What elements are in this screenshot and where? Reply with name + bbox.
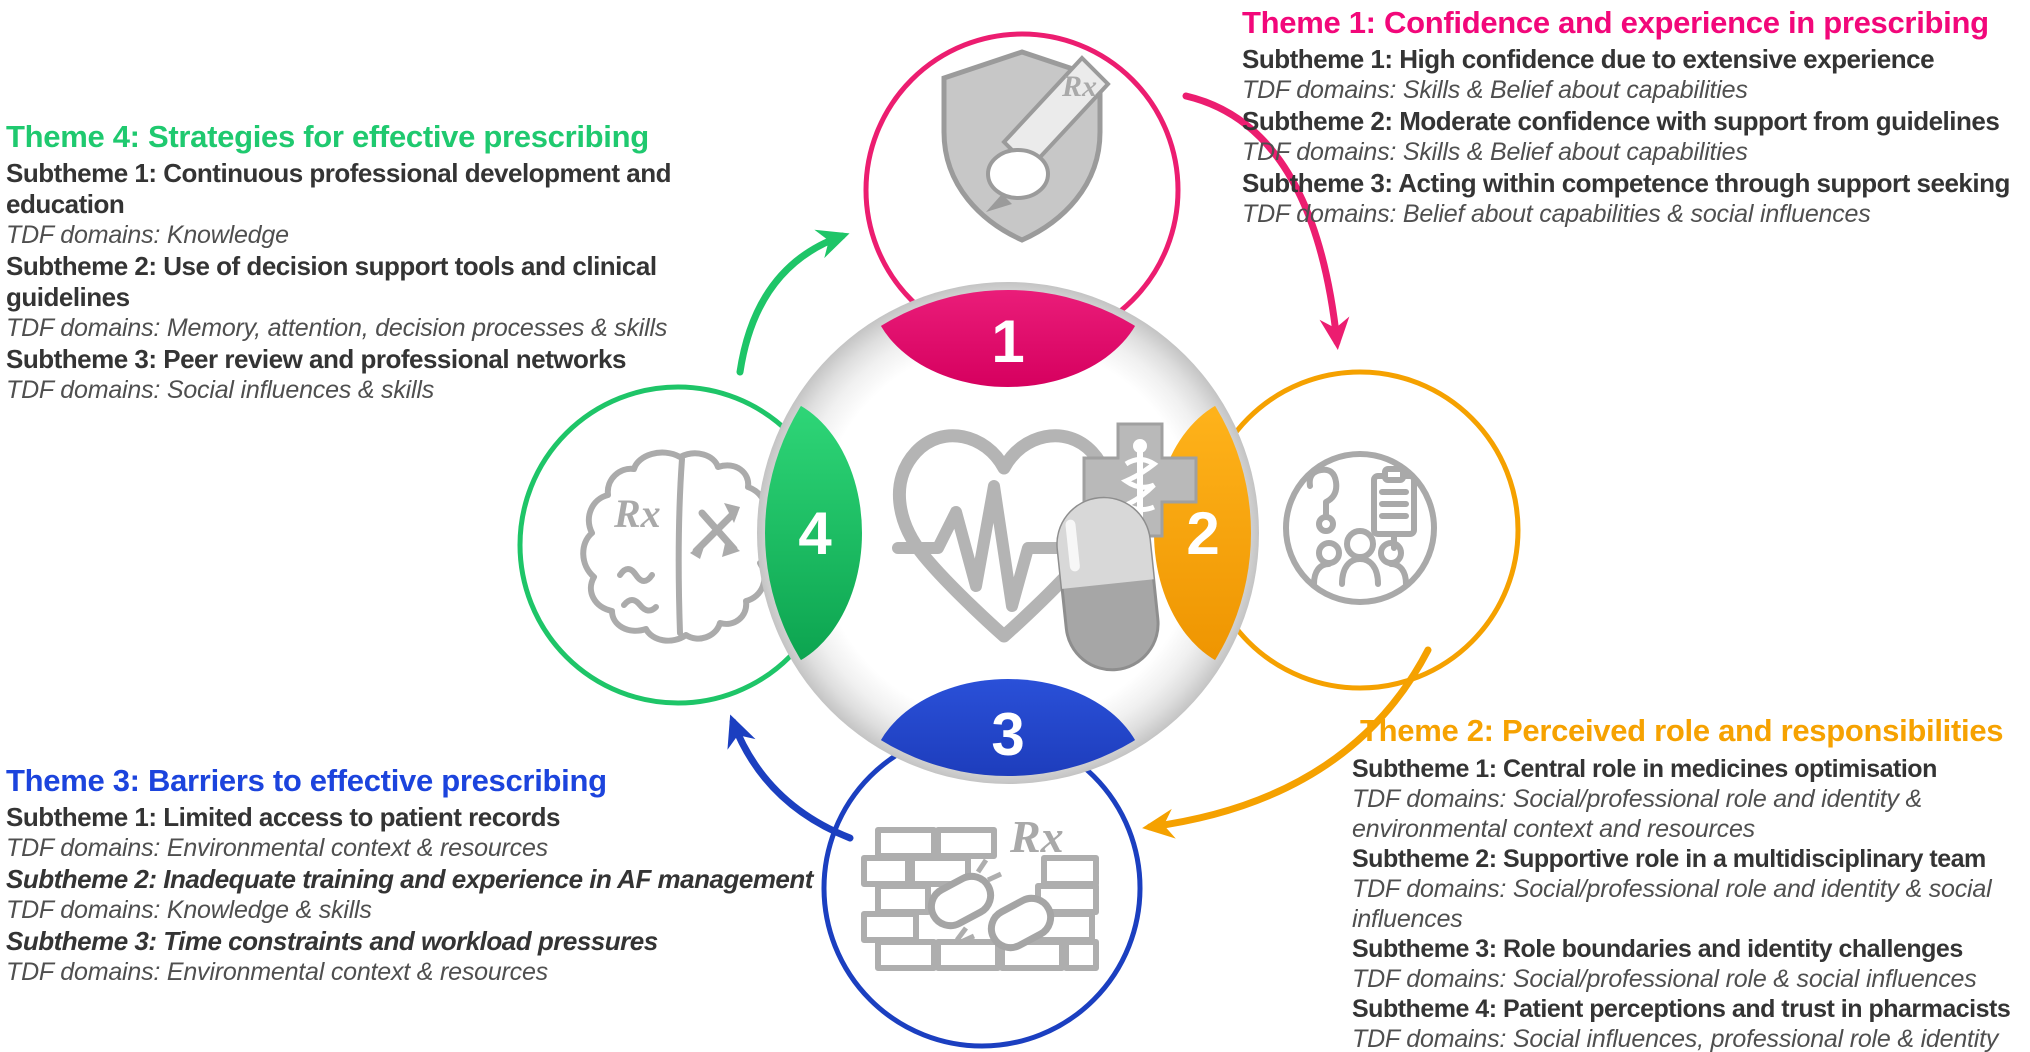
hub-segment-2 (1154, 395, 1251, 671)
theme-2-tdf-3: TDF domains: Social/professional role & … (1352, 965, 1977, 993)
theme-1-subtheme-2: Subtheme 2: Moderate confidence with sup… (1242, 106, 2000, 136)
svg-text:Rx: Rx (1061, 70, 1097, 103)
theme-1-title: Theme 1: Confidence and experience in pr… (1242, 5, 1989, 40)
brain-decision-icon: Rx (580, 449, 773, 644)
theme-3-title: Theme 3: Barriers to effective prescribi… (6, 763, 607, 798)
arrow-theme3-to-theme4 (727, 714, 854, 842)
theme-1-tdf-2: TDF domains: Skills & Belief about capab… (1242, 138, 1748, 166)
theme-3-subtheme-2: Subtheme 2: Inadequate training and expe… (6, 864, 813, 894)
arrow-theme2-to-theme3 (1142, 646, 1432, 839)
theme-2-subtheme-1: Subtheme 1: Central role in medicines op… (1352, 755, 1937, 783)
theme-1-subtheme-1: Subtheme 1: High confidence due to exten… (1242, 44, 1935, 74)
arrow-theme1-to-theme2 (1182, 92, 1350, 350)
theme-1-tdf-3: TDF domains: Belief about capabilities &… (1242, 200, 1871, 228)
shield-prescription-icon: Rx (941, 49, 1111, 243)
theme-2-tdf-4: TDF domains: Social influences, professi… (1352, 1025, 1999, 1052)
svg-text:Rx: Rx (613, 491, 661, 536)
hub-segment-4 (765, 395, 862, 671)
theme-2-tdf-2: TDF domains: Social/professional role an… (1352, 875, 1992, 933)
segment-1-number: 1 (991, 308, 1024, 375)
heart-ecg-icon (892, 429, 1116, 643)
hub-segment-1 (870, 290, 1146, 387)
broken-chain-barrier-icon: Rx (861, 811, 1099, 971)
theme-3-block: Theme 3: Barriers to effective prescribi… (6, 760, 956, 988)
hub-segment-3 (870, 679, 1146, 776)
segment-2-number: 2 (1186, 500, 1219, 567)
segment-3-number: 3 (991, 701, 1024, 768)
theme-4-subtheme-2: Subtheme 2: Use of decision support tool… (6, 251, 657, 312)
theme-1-block: Theme 1: Confidence and experience in pr… (1242, 2, 2030, 230)
theme-4-subtheme-1: Subtheme 1: Continuous professional deve… (6, 158, 672, 219)
theme-2-subtheme-4: Subtheme 4: Patient perceptions and trus… (1352, 995, 2011, 1023)
theme-3-subtheme-1: Subtheme 1: Limited access to patient re… (6, 802, 561, 832)
theme-1-subtheme-3: Subtheme 3: Acting within competence thr… (1242, 168, 2010, 198)
theme-2-subtheme-2: Subtheme 2: Supportive role in a multidi… (1352, 845, 1986, 873)
segment-4-number: 4 (798, 500, 832, 567)
theme-1-tdf-1: TDF domains: Skills & Belief about capab… (1242, 76, 1748, 104)
theme-4-tdf-2: TDF domains: Memory, attention, decision… (6, 314, 668, 342)
theme-3-tdf-3: TDF domains: Environmental context & res… (6, 958, 548, 986)
theme-2-title: Theme 2: Perceived role and responsibili… (1360, 713, 2004, 748)
theme-4-block: Theme 4: Strategies for effective prescr… (6, 116, 761, 406)
arrow-theme4-to-theme1 (736, 229, 850, 376)
theme-3-tdf-1: TDF domains: Environmental context & res… (6, 834, 548, 862)
theme-3-subtheme-3: Subtheme 3: Time constraints and workloa… (6, 926, 658, 956)
theme-4-tdf-3: TDF domains: Social influences & skills (6, 376, 435, 404)
theme-4-tdf-1: TDF domains: Knowledge (6, 221, 289, 249)
theme-4-title: Theme 4: Strategies for effective prescr… (6, 119, 649, 154)
theme-2-block: Theme 2: Perceived role and responsibili… (1352, 708, 2030, 1052)
theme-2-tdf-1: TDF domains: Social/professional role an… (1352, 785, 1922, 843)
theme-4-subtheme-3: Subtheme 3: Peer review and professional… (6, 344, 626, 374)
pill-capsule-icon (1056, 496, 1160, 672)
svg-text:Rx: Rx (1009, 811, 1064, 862)
theme-2-subtheme-3: Subtheme 3: Role boundaries and identity… (1352, 935, 1963, 963)
team-consultation-icon (1283, 451, 1437, 605)
theme-3-tdf-2: TDF domains: Knowledge & skills (6, 896, 372, 924)
